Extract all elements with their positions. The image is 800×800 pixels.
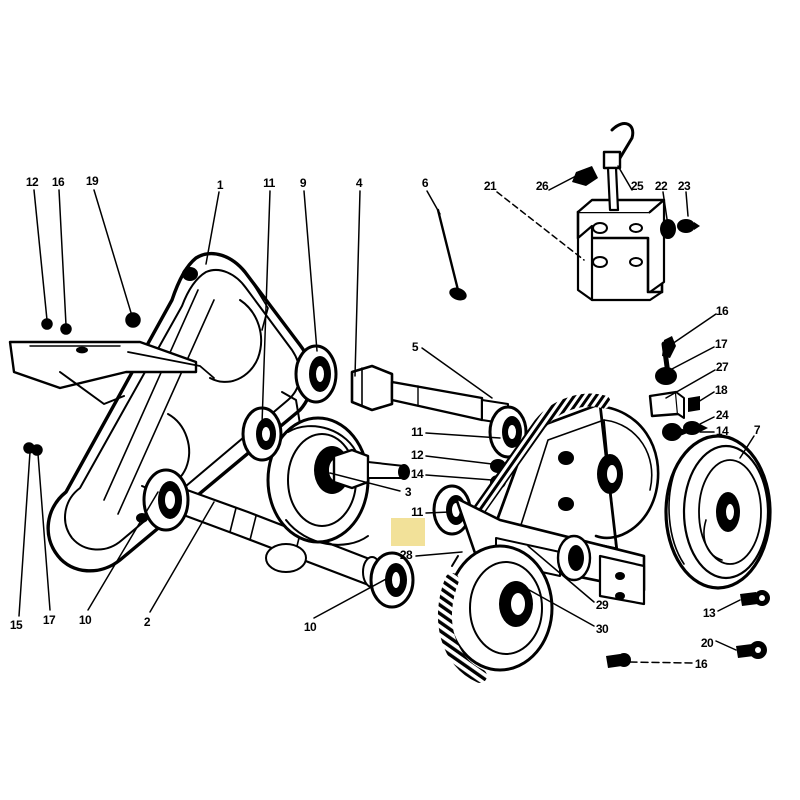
track-frame-assembly xyxy=(438,393,660,683)
callout-label-29: 29 xyxy=(595,598,609,612)
drive-pulley-7 xyxy=(664,434,772,590)
callout-label-14: 14 xyxy=(410,467,424,481)
callout-label-16: 16 xyxy=(715,304,729,318)
callout-label-15: 15 xyxy=(9,618,23,632)
bolt-16-bottom xyxy=(606,653,631,668)
callout-label-12: 12 xyxy=(410,448,424,462)
callout-label-4: 4 xyxy=(355,176,363,190)
callout-label-17: 17 xyxy=(714,337,728,351)
pin-rod-6 xyxy=(436,208,467,301)
callout-label-26: 26 xyxy=(535,179,549,193)
callout-label-22: 22 xyxy=(654,179,668,193)
callout-label-27: 27 xyxy=(715,360,729,374)
callout-label-18: 18 xyxy=(714,383,728,397)
callout-label-21: 21 xyxy=(483,179,497,193)
callout-label-10: 10 xyxy=(303,620,317,634)
mounting-bracket-21 xyxy=(576,198,666,302)
callout-label-19: 19 xyxy=(85,174,99,188)
callout-label-11: 11 xyxy=(263,176,275,190)
callout-label-17: 17 xyxy=(42,613,56,627)
main-drive-shaft xyxy=(350,364,509,425)
callout-label-11: 11 xyxy=(411,505,423,519)
lower-frame-rail xyxy=(8,340,215,405)
callout-label-11: 11 xyxy=(411,425,423,439)
fitting-23 xyxy=(677,219,700,233)
callout-label-6: 6 xyxy=(421,176,429,190)
callout-label-2: 2 xyxy=(143,615,151,629)
callout-label-12: 12 xyxy=(25,175,39,189)
bearing-shaft-right xyxy=(369,551,415,609)
hook-pin-25 xyxy=(602,122,635,212)
callout-label-20: 20 xyxy=(700,636,714,650)
callout-label-16: 16 xyxy=(51,175,65,189)
drive-sprocket-hub xyxy=(265,416,370,573)
callout-label-23: 23 xyxy=(677,179,691,193)
nut-22 xyxy=(660,219,676,239)
callout-label-10: 10 xyxy=(78,613,92,627)
callout-label-24: 24 xyxy=(715,408,729,422)
bolt-20 xyxy=(736,641,767,659)
callout-label-14: 14 xyxy=(715,424,729,438)
bolt-13 xyxy=(740,590,770,606)
stub-shaft xyxy=(332,448,410,490)
callout-label-3: 3 xyxy=(404,485,412,499)
callout-label-28: 28 xyxy=(399,548,413,562)
bearing-collar-9 xyxy=(294,344,338,404)
callout-label-25: 25 xyxy=(630,179,644,193)
callout-label-5: 5 xyxy=(411,340,419,354)
callout-label-16: 16 xyxy=(694,657,708,671)
callout-label-9: 9 xyxy=(299,176,307,190)
bearing-collar-right xyxy=(488,405,528,459)
callout-label-7: 7 xyxy=(753,423,761,437)
callout-label-13: 13 xyxy=(702,606,716,620)
callout-label-1: 1 xyxy=(216,178,224,192)
bearing-left xyxy=(142,468,190,532)
callout-label-30: 30 xyxy=(595,622,609,636)
hardware-stack-right xyxy=(648,336,708,441)
key-wedge-26 xyxy=(572,166,598,186)
